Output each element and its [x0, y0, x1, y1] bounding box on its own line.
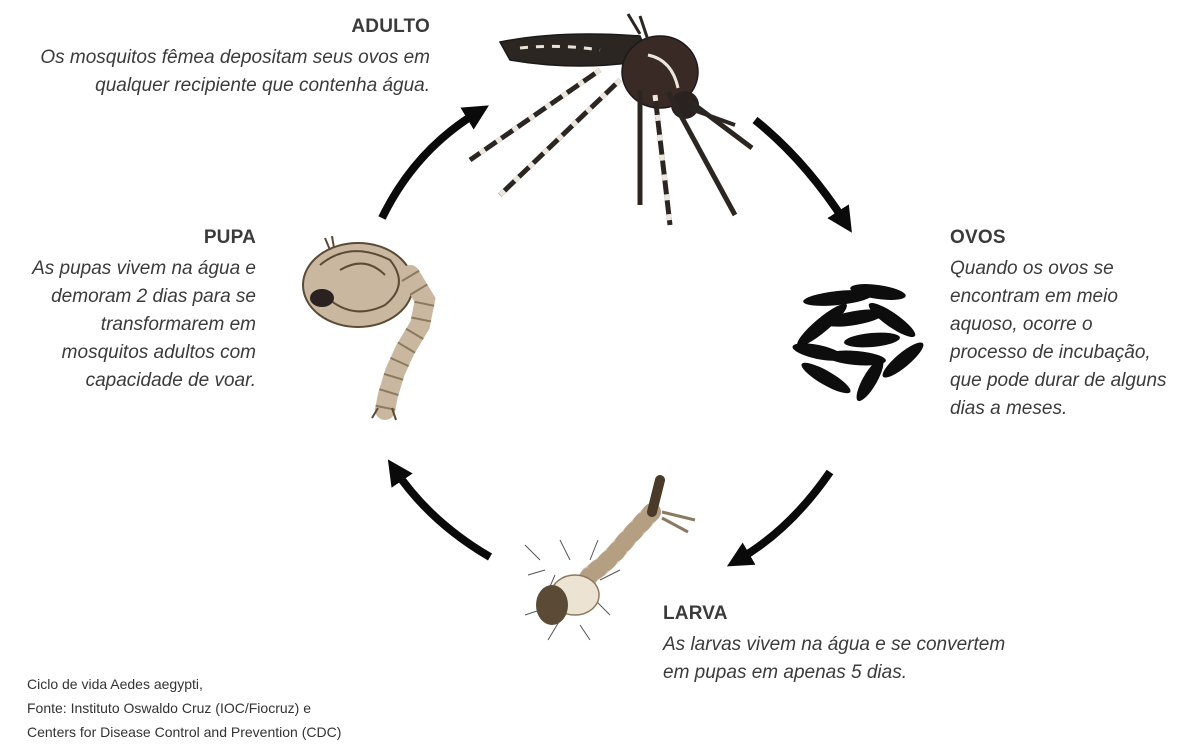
stage-desc-pupa-line: As pupas vivem na água e: [32, 258, 256, 279]
pupa-icon: [302, 235, 436, 421]
stage-desc-adulto: Os mosquitos fêmea depositam seus ovos e…: [10, 44, 430, 100]
arrow-eggs-to-larva: [726, 469, 834, 567]
source-caption: Ciclo de vida Aedes aegypti, Fonte: Inst…: [27, 672, 341, 744]
larva-icon: [524, 475, 696, 641]
stage-desc-adulto-line: qualquer recipiente que contenha água.: [95, 75, 430, 96]
arrow-adult-to-eggs: [752, 116, 852, 233]
stage-desc-ovos-line: que pode durar de alguns: [950, 370, 1167, 391]
stage-desc-pupa-line: capacidade de voar.: [85, 370, 256, 391]
stage-desc-larva-line: em pupas em apenas 5 dias.: [663, 662, 907, 683]
stage-desc-larva-line: As larvas vivem na água e se convertem: [663, 634, 1006, 655]
stage-ovos: OVOS Quando os ovos se encontram em meio…: [950, 227, 1176, 423]
stage-desc-larva: As larvas vivem na água e se convertem e…: [663, 631, 1043, 687]
stage-title-adulto: ADULTO: [351, 16, 430, 37]
stage-title-ovos: OVOS: [950, 227, 1006, 248]
stage-desc-pupa: As pupas vivem na água e demoram 2 dias …: [10, 255, 256, 395]
stage-desc-ovos-line: processo de incubação,: [950, 342, 1151, 363]
stage-title-pupa: PUPA: [203, 227, 256, 248]
stage-adulto: ADULTO Os mosquitos fêmea depositam seus…: [10, 16, 430, 100]
stage-desc-ovos: Quando os ovos se encontram em meio aquo…: [950, 255, 1176, 423]
stage-title-larva: LARVA: [663, 603, 728, 624]
stage-larva: LARVA As larvas vivem na água e se conve…: [663, 603, 1043, 687]
arrow-larva-to-pupa: [387, 459, 493, 561]
stage-desc-pupa-line: transformarem em: [100, 314, 256, 335]
source-line: Ciclo de vida Aedes aegypti,: [27, 676, 203, 692]
source-line: Fonte: Instituto Oswaldo Cruz (IOC/Fiocr…: [27, 700, 311, 716]
stage-desc-ovos-line: encontram em meio: [950, 286, 1118, 307]
mosquito-icon: [468, 13, 754, 226]
stage-desc-ovos-line: aquoso, ocorre o: [950, 314, 1093, 335]
stage-desc-pupa-line: demoram 2 dias para se: [51, 286, 256, 307]
source-line: Centers for Disease Control and Preventi…: [27, 724, 342, 740]
eggs-icon: [792, 284, 924, 402]
stage-desc-adulto-line: Os mosquitos fêmea depositam seus ovos e…: [40, 47, 430, 68]
stage-desc-ovos-line: Quando os ovos se: [950, 258, 1114, 279]
stage-desc-ovos-line: dias a meses.: [950, 398, 1068, 419]
stage-pupa: PUPA As pupas vivem na água e demoram 2 …: [10, 227, 256, 395]
arrow-pupa-to-adult: [378, 105, 489, 220]
stage-desc-pupa-line: mosquitos adultos com: [61, 342, 256, 363]
